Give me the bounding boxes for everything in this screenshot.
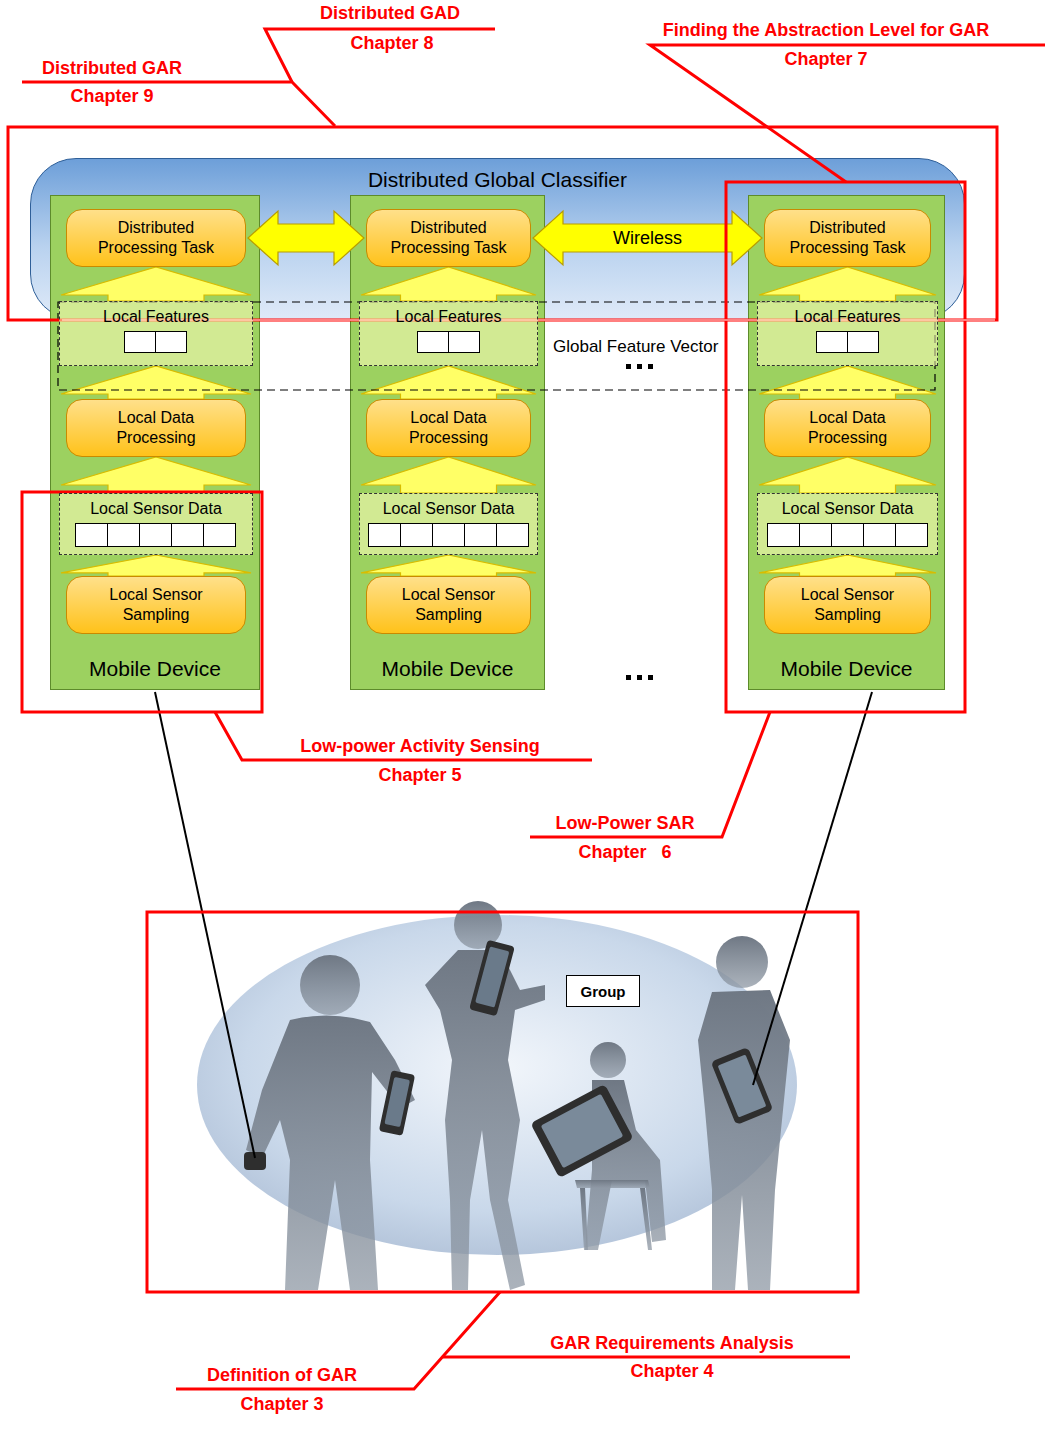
- sensor-buffer: Local Sensor Data: [359, 493, 538, 555]
- data-cell: [831, 523, 864, 547]
- processing-box: Distributed Processing Task: [764, 209, 931, 267]
- data-cell: [107, 523, 140, 547]
- data-cells: [60, 331, 252, 353]
- buffer-title: Local Sensor Data: [360, 494, 537, 518]
- device-caption: Mobile Device: [351, 657, 544, 681]
- process-label: Local Data Processing: [86, 408, 226, 449]
- processing-box: Local Data Processing: [366, 399, 531, 457]
- chapter-callout: Finding the Abstraction Level for GAR: [663, 20, 989, 41]
- chapter-frames: [8, 127, 997, 1292]
- processing-box: Local Sensor Sampling: [764, 576, 931, 634]
- data-cell: [368, 523, 401, 547]
- process-label: Distributed Processing Task: [379, 218, 519, 259]
- processing-box: Local Sensor Sampling: [366, 576, 531, 634]
- group-label-box: Group: [566, 975, 640, 1007]
- chapter-callout: Distributed GAR: [42, 58, 182, 79]
- device-label: Mobile Device: [781, 657, 913, 680]
- device-leader-lines: [155, 692, 872, 1158]
- process-label: Local Data Processing: [778, 408, 918, 449]
- data-cell: [155, 331, 187, 353]
- chapter-callout: Chapter 5: [378, 765, 461, 786]
- process-label: Local Sensor Sampling: [778, 585, 918, 626]
- data-cell: [799, 523, 832, 547]
- data-cell: [767, 523, 800, 547]
- chapter-callout: Low-power Activity Sensing: [300, 736, 539, 757]
- data-cell: [400, 523, 433, 547]
- data-cells: [60, 523, 252, 547]
- band-title: Distributed Global Classifier: [31, 168, 964, 192]
- buffer-title: Local Features: [60, 302, 252, 326]
- mobile-devices: [244, 940, 773, 1178]
- vector-label: Global Feature Vector: [553, 337, 718, 357]
- chapter-callout: Chapter 3: [240, 1394, 323, 1415]
- chapter-callout: Chapter 8: [350, 33, 433, 54]
- processing-box: Distributed Processing Task: [366, 209, 531, 267]
- data-cells: [360, 331, 537, 353]
- group-label: Group: [581, 983, 626, 1000]
- processing-box: Local Data Processing: [66, 399, 246, 457]
- leader-lines: [22, 29, 1045, 1389]
- edge-label: Wireless: [611, 228, 684, 249]
- data-cell: [816, 331, 848, 353]
- band-title-text: Distributed Global Classifier: [368, 168, 627, 191]
- device-caption: Mobile Device: [749, 657, 944, 681]
- chapter-callout: Chapter 9: [70, 86, 153, 107]
- buffer-title: Local Sensor Data: [60, 494, 252, 518]
- data-cell: [448, 331, 480, 353]
- feature-buffer: Local Features: [59, 301, 253, 366]
- chapter-callout: Chapter 4: [630, 1361, 713, 1382]
- chapter-callout: GAR Requirements Analysis: [550, 1333, 793, 1354]
- processing-box: Local Data Processing: [764, 399, 931, 457]
- person-silhouettes: [246, 901, 790, 1290]
- sensor-buffer: Local Sensor Data: [59, 493, 253, 555]
- feature-buffer: Local Features: [359, 301, 538, 366]
- processing-box: Local Sensor Sampling: [66, 576, 246, 634]
- data-cell: [863, 523, 896, 547]
- data-cell: [75, 523, 108, 547]
- buffer-title: Local Sensor Data: [758, 494, 937, 518]
- data-cell: [496, 523, 529, 547]
- data-cell: [417, 331, 449, 353]
- process-label: Local Sensor Sampling: [86, 585, 226, 626]
- sensor-buffer: Local Sensor Data: [757, 493, 938, 555]
- ellipsis-dots: [626, 364, 653, 680]
- process-label: Distributed Processing Task: [86, 218, 226, 259]
- device-caption: Mobile Device: [51, 657, 259, 681]
- data-cell: [139, 523, 172, 547]
- process-label: Local Sensor Sampling: [379, 585, 519, 626]
- chapter-callout: Chapter 6: [578, 842, 671, 863]
- data-cells: [360, 523, 537, 547]
- chapter-callout: Low-Power SAR: [555, 813, 694, 834]
- chapter-callout: Definition of GAR: [207, 1365, 357, 1386]
- feature-buffer: Local Features: [757, 301, 938, 366]
- device-label: Mobile Device: [89, 657, 221, 680]
- device-label: Mobile Device: [382, 657, 514, 680]
- data-cells: [758, 523, 937, 547]
- data-cells: [758, 331, 937, 353]
- data-cell: [203, 523, 236, 547]
- chapter-callout: Chapter 7: [784, 49, 867, 70]
- chapter-callout: Distributed GAD: [320, 3, 460, 24]
- process-label: Local Data Processing: [379, 408, 519, 449]
- processing-box: Distributed Processing Task: [66, 209, 246, 267]
- data-cell: [171, 523, 204, 547]
- data-cell: [124, 331, 156, 353]
- data-cell: [847, 331, 879, 353]
- buffer-title: Local Features: [758, 302, 937, 326]
- process-label: Distributed Processing Task: [778, 218, 918, 259]
- data-cell: [895, 523, 928, 547]
- data-cell: [464, 523, 497, 547]
- buffer-title: Local Features: [360, 302, 537, 326]
- data-cell: [432, 523, 465, 547]
